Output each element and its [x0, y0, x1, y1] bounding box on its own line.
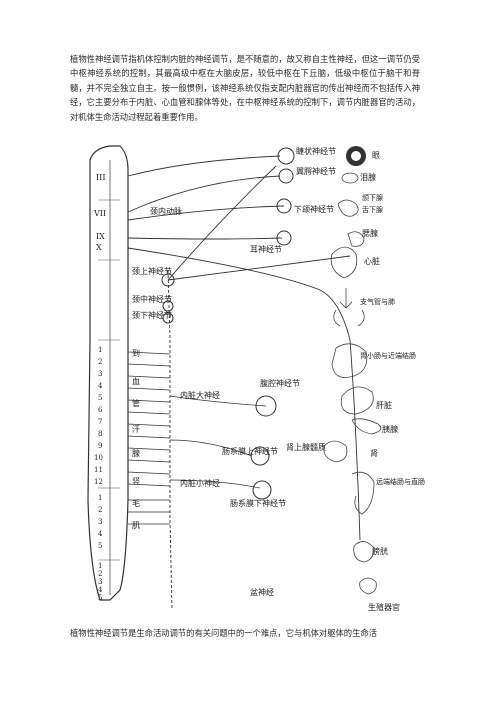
greater-splanchnic-label: 内脏大神经	[180, 390, 220, 400]
celiac-ganglion-label: 腹腔神经节	[260, 378, 300, 388]
superior-mesenteric-ganglion-label: 肠系膜上神经节	[222, 446, 278, 456]
ciliary-ganglion-label: 睫状神经节	[296, 146, 336, 156]
submandibular-ganglion-label: 下颌神经节	[294, 204, 334, 214]
svg-text:肌: 肌	[132, 521, 140, 530]
svg-text:5: 5	[98, 394, 102, 402]
superior-cervical-ganglion-label: 颈上神经节	[132, 266, 172, 276]
svg-text:8: 8	[98, 430, 102, 438]
organ-heart-label: 心脏	[364, 256, 380, 266]
svg-text:7: 7	[98, 418, 102, 426]
cranial-nerve-9: IX	[96, 232, 105, 241]
svg-text:11: 11	[94, 466, 103, 474]
pterygopalatine-ganglion-label: 翼腭神经节	[296, 166, 336, 176]
svg-text:管: 管	[132, 398, 140, 408]
cranial-nerve-3: III	[96, 173, 105, 182]
svg-text:10: 10	[94, 454, 103, 462]
svg-text:汗: 汗	[132, 425, 140, 434]
svg-text:9: 9	[98, 442, 102, 450]
svg-text:4: 4	[98, 530, 103, 538]
organ-reproductive-label: 生殖器官	[368, 602, 400, 612]
svg-text:2: 2	[98, 506, 102, 514]
svg-text:2: 2	[98, 358, 102, 366]
organ-lung-label: 支气管与肺	[360, 297, 395, 306]
svg-text:3: 3	[98, 578, 102, 586]
organ-rectum-label: 远端结肠与直肠	[376, 477, 425, 486]
middle-cervical-ganglion-label: 颈中神经节	[132, 294, 172, 304]
ciliary-ganglion	[277, 147, 295, 165]
lesser-splanchnic-label: 内脏小神经	[180, 478, 220, 488]
pelvic-nerve-label: 盆神经	[250, 587, 274, 597]
organ-sublingual-label: 舌下腺	[362, 205, 383, 214]
svg-text:12: 12	[94, 478, 103, 486]
autonomic-nervous-system-diagram: III VII IX X 1 2 3 4 5 6 7 8 9 10 11 12 …	[87, 145, 425, 612]
organ-submandibular-label: 颌下腺	[362, 193, 383, 202]
organ-lacrimal-label: 泪腺	[360, 172, 376, 182]
svg-text:腺: 腺	[132, 448, 140, 458]
svg-text:1: 1	[98, 494, 102, 502]
adrenal-medulla-label: 肾上腺髓质	[286, 442, 326, 452]
cranial-nerve-10: X	[96, 243, 102, 252]
celiac-ganglion	[255, 395, 277, 417]
organ-parotid-label: 腮腺	[362, 228, 378, 238]
bottom-paragraph: 植物性神经调节是生命活动调节的有关问题中的一个难点，它与机体对躯体的生命活	[70, 628, 377, 638]
svg-text:毛: 毛	[132, 498, 140, 508]
svg-text:4: 4	[98, 586, 103, 594]
organ-kidney-label: 肾	[370, 449, 378, 458]
svg-text:4: 4	[98, 382, 103, 390]
spinal-segment-numbers: 1 2 3 4 5 6 7 8 9 10 11 12 1 2 3 4 5 1 2…	[94, 346, 103, 602]
svg-text:2: 2	[98, 570, 102, 578]
svg-text:6: 6	[98, 406, 103, 414]
svg-text:5: 5	[98, 594, 102, 602]
organ-liver-label: 肝脏	[376, 400, 392, 410]
svg-text:3: 3	[98, 518, 102, 526]
organ-pancreas-label: 胰腺	[382, 424, 398, 434]
internal-carotid-label: 颈内动脉	[150, 206, 182, 216]
svg-text:3: 3	[98, 370, 102, 378]
svg-text:1: 1	[98, 562, 102, 570]
inferior-cervical-ganglion-label: 颈下神经节	[132, 310, 172, 320]
organ-eye-label: 眼	[372, 151, 380, 160]
svg-text:血: 血	[132, 376, 140, 386]
organ-bladder-label: 膀胱	[372, 546, 388, 556]
inferior-mesenteric-ganglion-label: 肠系膜下神经节	[230, 498, 286, 508]
intro-paragraph: 植物性神经调节指机体控制内脏的神经调节，是不随意的，故又称自主性神经，但这一调节…	[70, 54, 420, 122]
organ-stomach-label: 胃小肠与近端结肠	[360, 351, 416, 360]
otic-ganglion-label: 耳神经节	[250, 244, 282, 254]
svg-text:到: 到	[132, 349, 140, 358]
cranial-nerve-7: VII	[93, 209, 106, 218]
svg-text:竖: 竖	[132, 477, 140, 486]
svg-text:5: 5	[98, 542, 102, 550]
svg-text:1: 1	[98, 346, 102, 354]
